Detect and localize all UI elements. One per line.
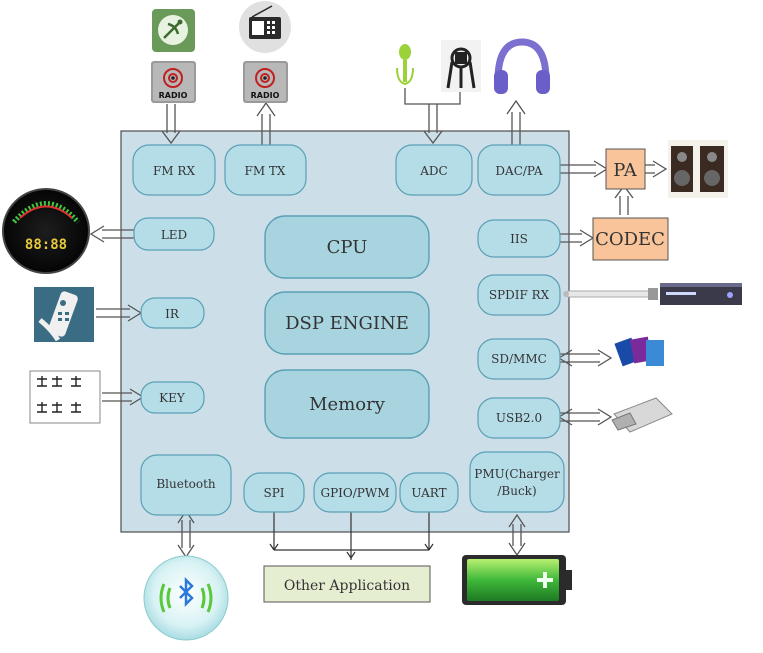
block-bluetooth (140, 454, 232, 516)
block-fm-tx-label: FM TX (245, 164, 286, 178)
block-key (140, 381, 205, 414)
block-sd-mmc (477, 338, 561, 380)
block-gpio-pwm-label: GPIO/PWM (321, 486, 390, 500)
block-pmu (469, 451, 565, 513)
radio-antenna-icon-2: RADIO (243, 61, 288, 103)
radio-badge-text: RADIO (159, 91, 188, 100)
block-usb-label: USB2.0 (496, 411, 542, 425)
headset-mic-icon (441, 40, 481, 92)
led-display-digits: 88:88 (25, 237, 67, 253)
satellite-dish-icon (152, 9, 195, 52)
block-dac-pa-label: DAC/PA (495, 164, 542, 178)
block-led-label: LED (161, 228, 187, 242)
codec-box (592, 217, 669, 261)
bus-lines (269, 512, 434, 560)
pa-box (605, 148, 646, 190)
headphones-icon (494, 38, 550, 94)
block-uart (399, 472, 459, 513)
block-spi-label: SPI (263, 486, 284, 500)
block-dsp-engine-label: DSP ENGINE (285, 313, 409, 334)
radio-badge-text-2: RADIO (251, 91, 280, 100)
remote-control-icon (34, 287, 94, 342)
block-dsp-engine (264, 291, 430, 355)
block-usb (477, 397, 561, 439)
arrow-fmrx (161, 104, 181, 145)
arrow-sd (557, 349, 613, 367)
other-application-label: Other Application (284, 578, 410, 594)
block-key-label: KEY (159, 391, 186, 405)
radio-antenna-icon: RADIO (151, 61, 196, 103)
block-adc (395, 144, 473, 196)
usb-drive-icon (611, 397, 673, 433)
optical-cable-icon (563, 288, 658, 300)
block-fm-tx (224, 144, 307, 196)
keypad-icon (29, 370, 101, 424)
arrow-adc (423, 104, 443, 145)
block-spi (243, 472, 305, 513)
adc-input-bracket (404, 88, 461, 105)
block-dac-pa (477, 144, 561, 196)
block-uart-label: UART (411, 486, 446, 500)
memory-cards-icon (614, 336, 664, 367)
block-iis (477, 219, 561, 258)
microphone-icon (396, 44, 414, 86)
arrow-bluetooth (177, 509, 195, 559)
block-memory (264, 369, 430, 439)
block-cpu (264, 215, 430, 279)
block-ir-label: IR (165, 307, 180, 321)
arrow-codec-pa (614, 184, 634, 215)
block-gpio-pwm (313, 472, 397, 513)
internal-blocks: FM RX FM TX ADC DAC/PA LED IIS CPU DSP E… (132, 144, 565, 516)
block-pmu-label-line1: PMU(Charger (474, 467, 560, 481)
codec-label: CODEC (595, 229, 665, 250)
block-sd-mmc-label: SD/MMC (491, 352, 547, 366)
bluetooth-icon (143, 555, 229, 641)
radio-receiver-icon (239, 1, 291, 53)
block-pmu-label-line2: /Buck) (497, 484, 536, 498)
battery-icon (462, 555, 572, 605)
block-adc-label: ADC (419, 164, 447, 178)
block-spdif-rx-label: SPDIF RX (489, 288, 550, 302)
block-memory-label: Memory (309, 394, 386, 415)
block-spdif-rx (477, 274, 561, 316)
arrow-usb (557, 408, 613, 426)
pa-label: PA (613, 160, 637, 181)
speakers-icon (668, 140, 728, 198)
block-ir (140, 297, 205, 329)
arrow-dacpa-up (506, 99, 526, 145)
arrow-pmu (508, 513, 526, 557)
other-application-box (263, 565, 431, 603)
block-led (133, 217, 215, 251)
block-fm-rx (132, 144, 216, 196)
led-display-icon: 88:88 (2, 188, 90, 274)
block-bluetooth-label: Bluetooth (156, 477, 216, 491)
arrow-led (89, 225, 134, 243)
dvd-player-icon (660, 283, 742, 305)
block-cpu-label: CPU (327, 237, 368, 258)
block-iis-label: IIS (510, 232, 528, 246)
block-fm-rx-label: FM RX (153, 164, 195, 178)
